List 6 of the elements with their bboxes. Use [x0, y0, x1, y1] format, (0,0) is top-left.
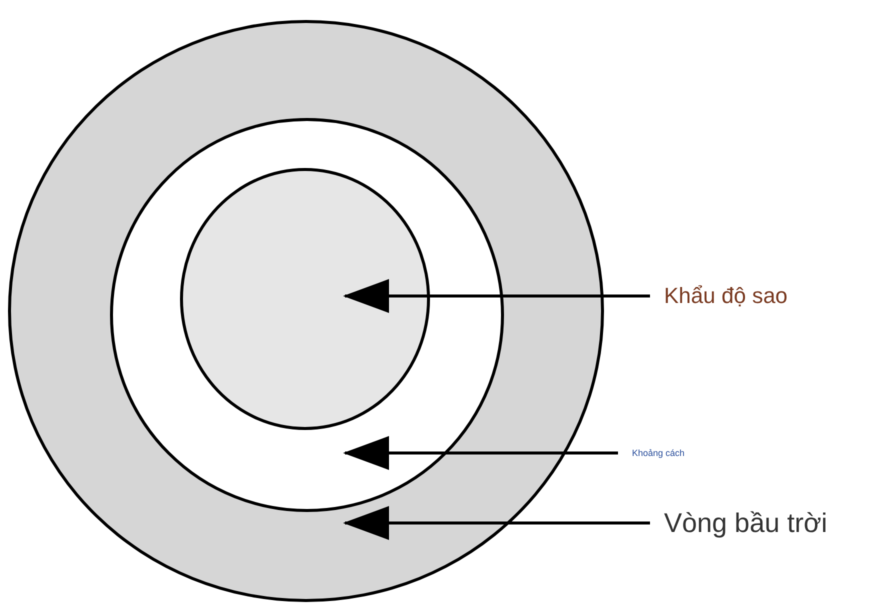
- callout-label: Khẩu độ sao: [664, 282, 788, 310]
- callout-label: Vòng bầu trời: [664, 506, 828, 540]
- leader-arrow: [343, 436, 618, 470]
- callout-label: Khoảng cách: [632, 448, 685, 458]
- leader-arrow: [343, 279, 650, 313]
- leader-arrow: [343, 506, 650, 540]
